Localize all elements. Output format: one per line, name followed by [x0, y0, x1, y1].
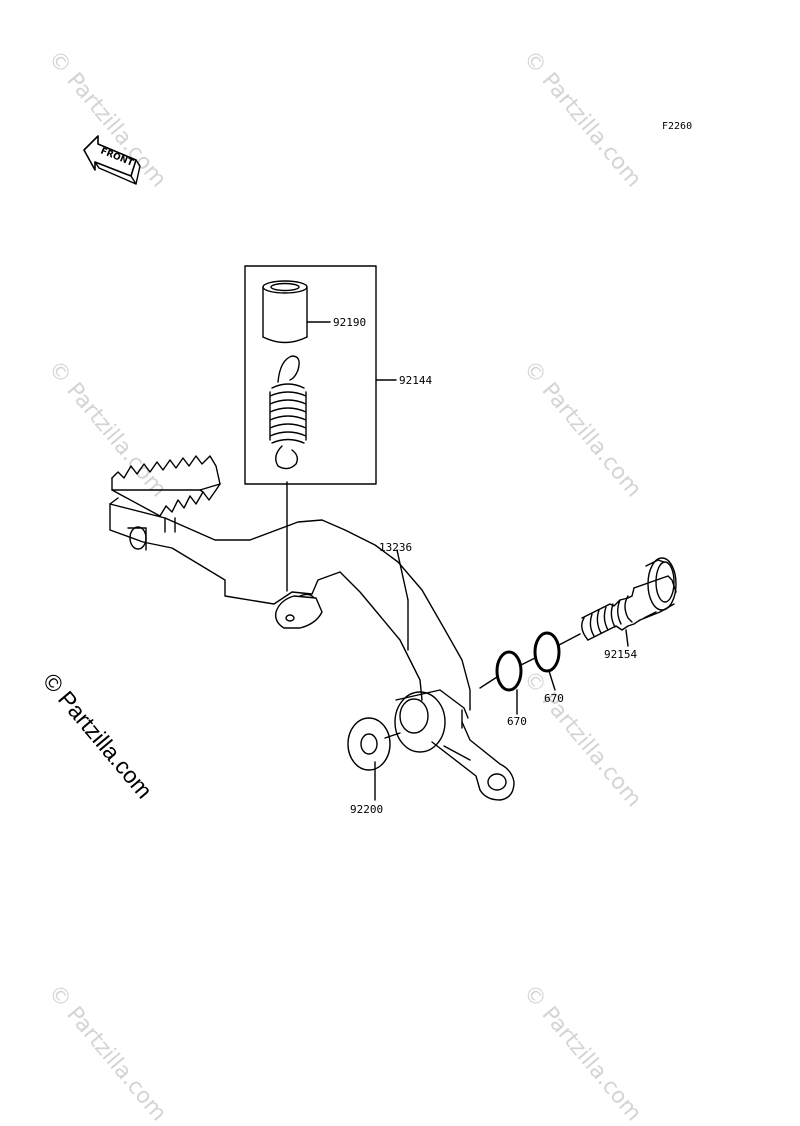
assembly-line-oring	[479, 676, 498, 689]
bushing-part	[262, 280, 308, 344]
assembly-line-oring-2	[520, 657, 536, 666]
part-label-92200: 92200	[350, 803, 384, 816]
part-label-670-outer: 670	[507, 715, 527, 728]
part-label-92154: 92154	[604, 648, 638, 661]
washer-part	[347, 717, 391, 771]
assembly-line-bolt	[558, 633, 581, 646]
brake-pedal-part	[109, 455, 515, 801]
part-label-92190: 92190	[333, 316, 367, 329]
part-label-92144: 92144	[399, 374, 433, 387]
parts-diagram: © Partzilla.com © Partzilla.com © Partzi…	[38, 46, 693, 1126]
spring-kit-box	[244, 265, 377, 485]
leader-92154	[625, 629, 629, 647]
pivot-bolt-part	[581, 557, 677, 641]
leader-670-b	[548, 670, 556, 691]
part-label-670-inner: 670	[544, 692, 564, 705]
front-arrow-icon	[83, 135, 141, 185]
oring-outer-part	[495, 650, 523, 692]
diagram-drawing: FRONT	[83, 135, 677, 801]
assembly-line-washer	[384, 732, 401, 739]
oring-inner-part	[533, 631, 561, 673]
part-label-13236: 13236	[379, 541, 413, 554]
figure-code: F2260	[662, 121, 693, 132]
spring-part	[269, 355, 307, 470]
leader-13236	[396, 549, 409, 601]
